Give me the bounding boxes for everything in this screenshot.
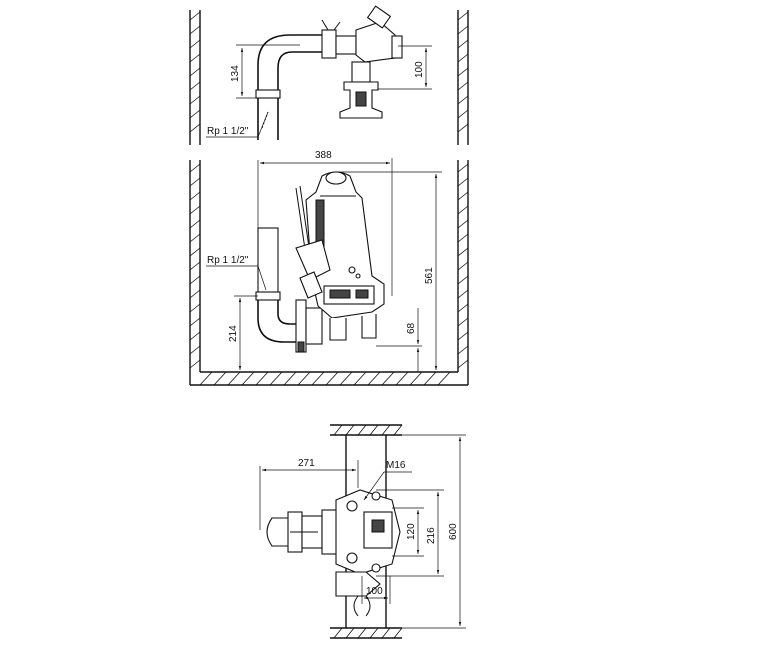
sump-floor <box>190 371 468 386</box>
dim-216-label: 216 <box>426 527 437 544</box>
dim-561-label: 561 <box>424 267 435 284</box>
plan-view: 271 M16 120 216 600 <box>259 424 466 639</box>
left-wall <box>189 10 201 145</box>
thread-label-top-text: Rp 1 1/2" <box>207 126 249 137</box>
side-riser-pipe <box>255 227 298 343</box>
thread-label-side: Rp 1 1/2" <box>206 255 267 291</box>
m16-leader: M16 <box>363 460 412 501</box>
dim-214: 214 <box>228 295 258 370</box>
dim-600: 600 <box>402 434 466 629</box>
thread-label-side-text: Rp 1 1/2" <box>207 255 249 266</box>
dim-100-plan: 100 <box>361 576 391 604</box>
plan-discharge-pipe <box>266 509 341 555</box>
top-valve-assembly <box>321 5 403 119</box>
side-coupling-flange <box>295 299 323 353</box>
dim-214-label: 214 <box>228 325 239 342</box>
dim-68: 68 <box>376 308 422 372</box>
dim-271: 271 <box>259 458 359 530</box>
dim-216: 216 <box>376 489 444 577</box>
side-right-wall <box>457 160 469 385</box>
dim-134-label: 134 <box>230 65 241 82</box>
thread-label-top: Rp 1 1/2" <box>206 111 269 138</box>
dim-271-label: 271 <box>298 458 315 469</box>
side-section-view: 388 561 68 214 Rp 1 1/2" <box>189 150 469 386</box>
dim-120: 120 <box>392 507 424 557</box>
dim-388-label: 388 <box>315 150 332 161</box>
dim-100-top: 100 <box>378 45 432 90</box>
dim-68-label: 68 <box>406 322 417 334</box>
dim-100-plan-label: 100 <box>366 586 383 597</box>
m16-label: M16 <box>386 460 406 471</box>
submersible-pump <box>295 171 385 341</box>
dim-561: 561 <box>336 171 442 370</box>
top-section-view: 134 100 Rp 1 1/2" <box>189 5 469 145</box>
dim-120-label: 120 <box>406 523 417 540</box>
dim-100-top-label: 100 <box>414 61 425 78</box>
top-pipe-bend <box>255 34 325 140</box>
dim-134: 134 <box>230 44 300 99</box>
side-left-wall <box>189 160 201 385</box>
right-wall <box>457 10 469 145</box>
plan-coupling-base <box>335 489 401 617</box>
dim-600-label: 600 <box>448 523 459 540</box>
dim-388: 388 <box>257 150 393 296</box>
